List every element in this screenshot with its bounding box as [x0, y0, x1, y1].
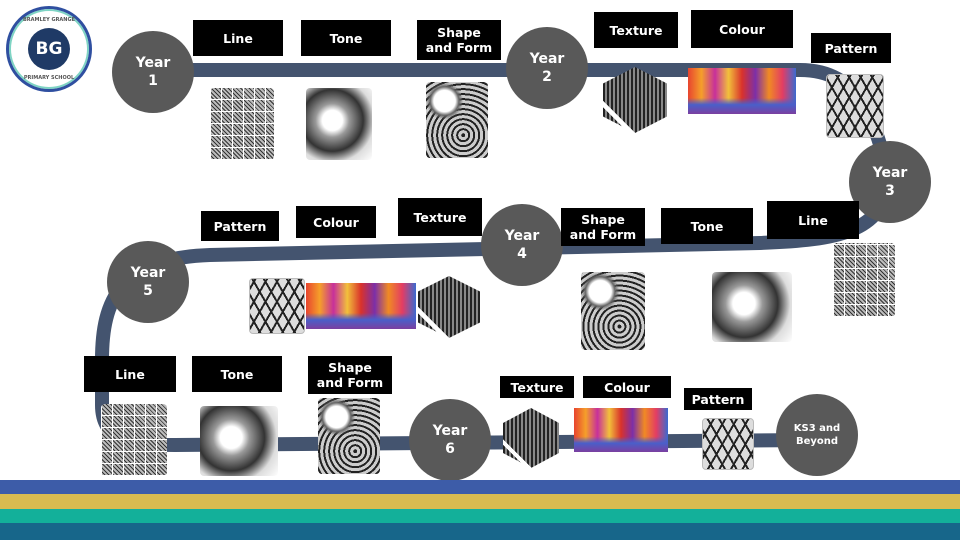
- year5-texture-label: Texture: [398, 198, 482, 236]
- year2-texture-label: Texture: [594, 12, 678, 48]
- texture-artwork-image: [603, 67, 667, 133]
- year1-line-label: Line: [193, 20, 283, 56]
- school-logo: BRAMLEY GRANGE BG PRIMARY SCHOOL: [6, 6, 92, 92]
- ks3-milestone: KS3 and Beyond: [776, 394, 858, 476]
- year-1-milestone: Year 1: [112, 31, 194, 113]
- year6-pattern-label: Pattern: [684, 388, 752, 410]
- tone-artwork-image: [712, 272, 792, 342]
- colour-artwork-image: [574, 408, 668, 452]
- year3-line-label: Line: [767, 201, 859, 239]
- year4-shape-label: Shape and Form: [561, 208, 645, 246]
- tone-artwork-image: [306, 88, 372, 160]
- line-artwork-image: [101, 404, 167, 476]
- year6-texture-label: Texture: [500, 376, 574, 398]
- shape-artwork-image: [581, 272, 645, 350]
- year-6-milestone: Year 6: [409, 399, 491, 481]
- year6-line-label: Line: [84, 356, 176, 392]
- year-5-milestone: Year 5: [107, 241, 189, 323]
- year4-tone-label: Tone: [661, 208, 753, 244]
- year5-colour-label: Colour: [296, 206, 376, 238]
- line-artwork-image: [210, 88, 274, 160]
- year-3-milestone: Year 3: [849, 141, 931, 223]
- year2-pattern-label: Pattern: [811, 33, 891, 63]
- logo-bottom-text: PRIMARY SCHOOL: [23, 75, 75, 81]
- year1-shape-label: Shape and Form: [417, 20, 501, 60]
- line-artwork-image: [833, 243, 895, 317]
- footer-stripe-yellow: [0, 494, 960, 509]
- shape-artwork-image: [318, 398, 380, 474]
- footer-stripe-blue: [0, 480, 960, 494]
- year6-colour-label: Colour: [583, 376, 671, 398]
- year2-colour-label: Colour: [691, 10, 793, 48]
- colour-artwork-image: [306, 283, 416, 329]
- pattern-artwork-image: [249, 278, 305, 334]
- tone-artwork-image: [200, 406, 278, 476]
- year1-tone-label: Tone: [301, 20, 391, 56]
- logo-top-text: BRAMLEY GRANGE: [23, 17, 75, 23]
- pattern-artwork-image: [826, 74, 884, 138]
- logo-monogram: BG: [28, 28, 70, 70]
- year6-shape-label: Shape and Form: [308, 356, 392, 394]
- pattern-artwork-image: [702, 418, 754, 470]
- year5-pattern-label: Pattern: [201, 211, 279, 241]
- texture-artwork-image: [418, 276, 480, 338]
- year-2-milestone: Year 2: [506, 27, 588, 109]
- year6-tone-label: Tone: [192, 356, 282, 392]
- footer-stripe-teal: [0, 509, 960, 523]
- footer-stripe-dark-teal: [0, 523, 960, 540]
- shape-artwork-image: [426, 82, 488, 158]
- colour-artwork-image: [688, 68, 796, 114]
- year-4-milestone: Year 4: [481, 204, 563, 286]
